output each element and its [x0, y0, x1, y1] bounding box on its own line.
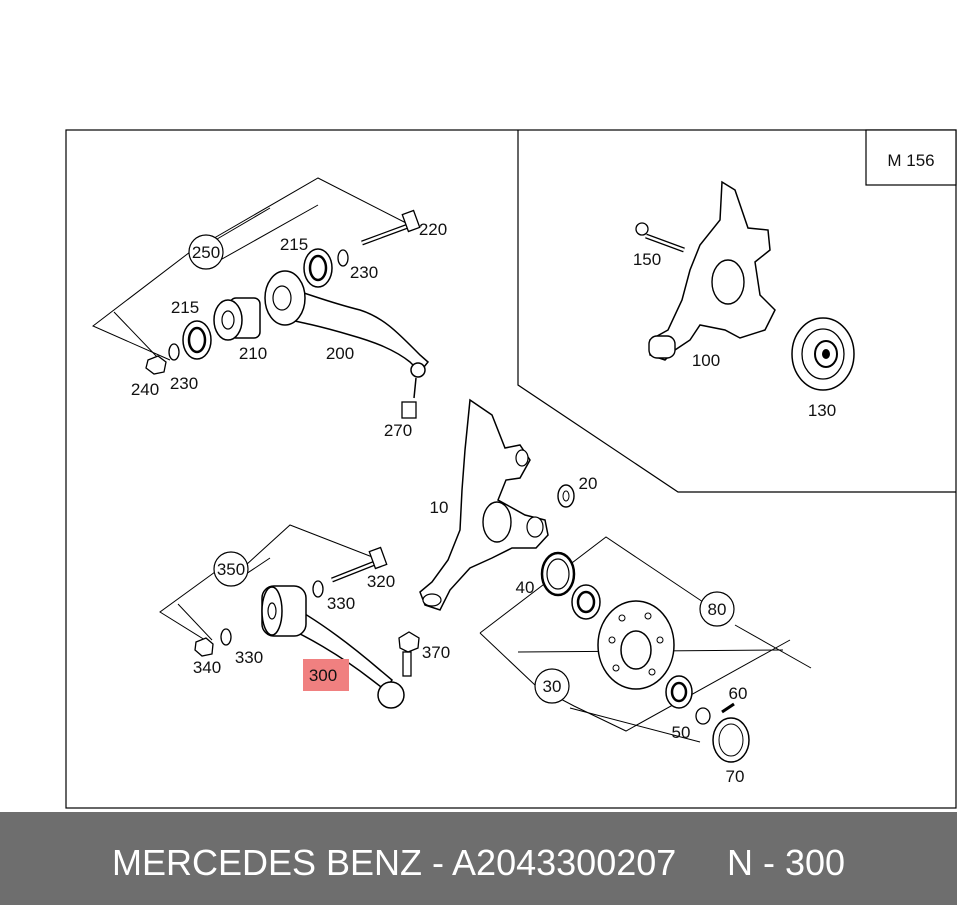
- highlight-300: [303, 659, 349, 691]
- lower-arm: [261, 585, 420, 709]
- nut-340: [194, 637, 214, 657]
- label-40: 40: [516, 578, 535, 597]
- label-130: 130: [808, 401, 836, 420]
- footer-bar: MERCEDES BENZ - A2043300207 N - 300: [0, 812, 957, 905]
- bolt-320: [331, 546, 388, 583]
- label-370: 370: [422, 643, 450, 662]
- nut-240: [145, 355, 167, 375]
- label-220: 220: [419, 220, 447, 239]
- label-270: 270: [384, 421, 412, 440]
- label-240: 240: [131, 380, 159, 399]
- hub-bearing-130: [791, 317, 855, 391]
- bolt-220: [361, 209, 421, 246]
- callout-circles: [188, 234, 735, 704]
- cap-70: [712, 717, 750, 763]
- screw-60: [721, 702, 735, 714]
- label-210: 210: [239, 344, 267, 363]
- bolt-150: [635, 222, 685, 253]
- label-100: 100: [692, 351, 720, 370]
- brand-part-number: MERCEDES BENZ - A2043300207: [112, 842, 677, 883]
- inset-frame: [517, 130, 956, 493]
- label-200: 200: [326, 344, 354, 363]
- label-150: 150: [633, 250, 661, 269]
- seal-40: [540, 551, 576, 597]
- label-10: 10: [430, 498, 449, 517]
- wheel-hub: [597, 600, 675, 690]
- label-20: 20: [579, 474, 598, 493]
- exploded-parts-diagram: M 156: [65, 129, 957, 809]
- steering-knuckle: [419, 398, 549, 611]
- reference-number: N - 300: [727, 842, 846, 883]
- label-320: 320: [367, 572, 395, 591]
- label-215-lower: 215: [171, 298, 199, 317]
- label-30: 30: [543, 677, 562, 696]
- washer-20: [557, 484, 575, 508]
- knuckle-100: [648, 180, 776, 361]
- part-labels: 250 215 220 230 200 210 240 230 215 270 …: [131, 220, 836, 786]
- label-230-lower: 230: [170, 374, 198, 393]
- diagram-frame: [65, 129, 957, 809]
- label-230-upper: 230: [350, 263, 378, 282]
- label-50: 50: [672, 723, 691, 742]
- bearing-215-upper: [303, 248, 333, 288]
- bearing-215-lower: [182, 320, 212, 360]
- washers-330: [220, 580, 324, 646]
- model-box: [865, 129, 957, 186]
- label-300: 300: [309, 666, 337, 685]
- label-250: 250: [192, 243, 220, 262]
- label-80: 80: [708, 600, 727, 619]
- label-60: 60: [729, 684, 748, 703]
- label-340: 340: [193, 658, 221, 677]
- label-330-upper: 330: [327, 594, 355, 613]
- label-350: 350: [217, 560, 245, 579]
- bearing-50: [665, 675, 711, 725]
- upper-control-arm: [264, 270, 430, 419]
- label-330-lower: 330: [235, 648, 263, 667]
- bushing-210: [213, 297, 261, 341]
- bearing-80: [571, 584, 601, 620]
- model-label: M 156: [887, 151, 934, 170]
- label-215-upper: 215: [280, 235, 308, 254]
- washers-230: [168, 249, 349, 361]
- label-70: 70: [726, 767, 745, 786]
